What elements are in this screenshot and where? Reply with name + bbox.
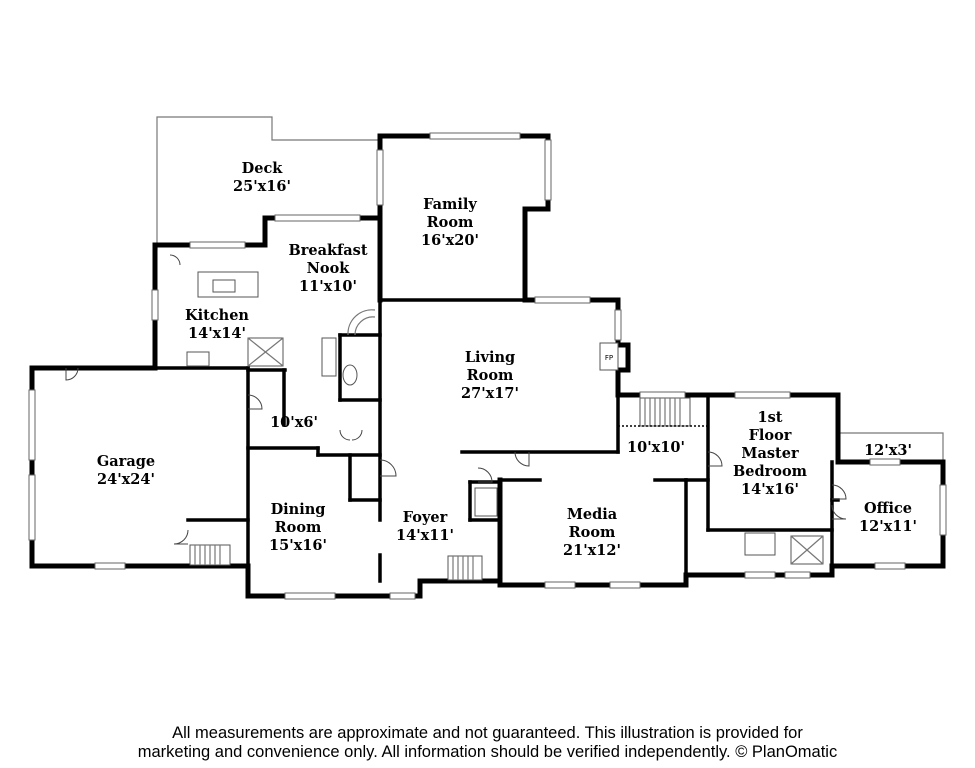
room-label-line: Room	[467, 367, 514, 384]
room-label-line: Breakfast	[288, 242, 367, 259]
room-label-porch: 12'x3'	[864, 442, 912, 459]
disclaimer-line-2: marketing and convenience only. All info…	[137, 743, 838, 761]
interior-walls	[153, 298, 840, 583]
room-label-line: 10'x10'	[627, 439, 685, 456]
room-label-line: Family	[423, 196, 477, 213]
fixtures: FP	[186, 271, 824, 565]
room-label-line: Office	[864, 500, 912, 517]
room-label-line: 15'x16'	[269, 537, 327, 554]
room-label-line: Room	[427, 214, 474, 231]
room-label-line: Foyer	[403, 509, 448, 526]
room-label-line: 12'x3'	[864, 442, 912, 459]
room-label-line: Dining	[271, 501, 326, 518]
room-label-line: 14'x11'	[396, 527, 454, 544]
room-label-hall-a: 10'x6'	[270, 414, 318, 431]
room-label-line: 10'x6'	[270, 414, 318, 431]
room-label-line: Bedroom	[733, 463, 808, 480]
room-label-line: Kitchen	[185, 307, 249, 324]
room-label-line: Media	[567, 506, 618, 523]
exterior-walls	[29, 133, 946, 599]
disclaimer: All measurements are approximate and not…	[0, 724, 975, 762]
room-label-line: Living	[465, 349, 515, 366]
room-label-line: Floor	[749, 427, 792, 444]
room-label-line: Deck	[242, 160, 284, 177]
room-label-line: 14'x14'	[188, 325, 246, 342]
windows	[28, 132, 947, 600]
disclaimer-line-1: All measurements are approximate and not…	[172, 724, 803, 742]
doors	[65, 254, 847, 545]
room-label-hall-b: 10'x10'	[627, 439, 685, 456]
room-label-line: 1st	[758, 409, 783, 426]
fireplace-label: FP	[605, 354, 613, 362]
room-label-line: 12'x11'	[859, 518, 917, 535]
room-label-line: 14'x16'	[741, 481, 799, 498]
room-label-line: 25'x16'	[233, 178, 291, 195]
room-label-line: 16'x20'	[421, 232, 479, 249]
stairs	[189, 309, 708, 581]
room-label-line: 24'x24'	[97, 471, 155, 488]
room-label-line: 21'x12'	[563, 542, 621, 559]
room-label-line: Nook	[307, 260, 351, 277]
room-label-line: Master	[741, 445, 799, 462]
room-label-line: Garage	[97, 453, 155, 470]
room-label-line: Room	[275, 519, 322, 536]
room-label-line: 27'x17'	[461, 385, 519, 402]
room-label-line: Room	[569, 524, 616, 541]
room-label-line: 11'x10'	[299, 278, 357, 295]
